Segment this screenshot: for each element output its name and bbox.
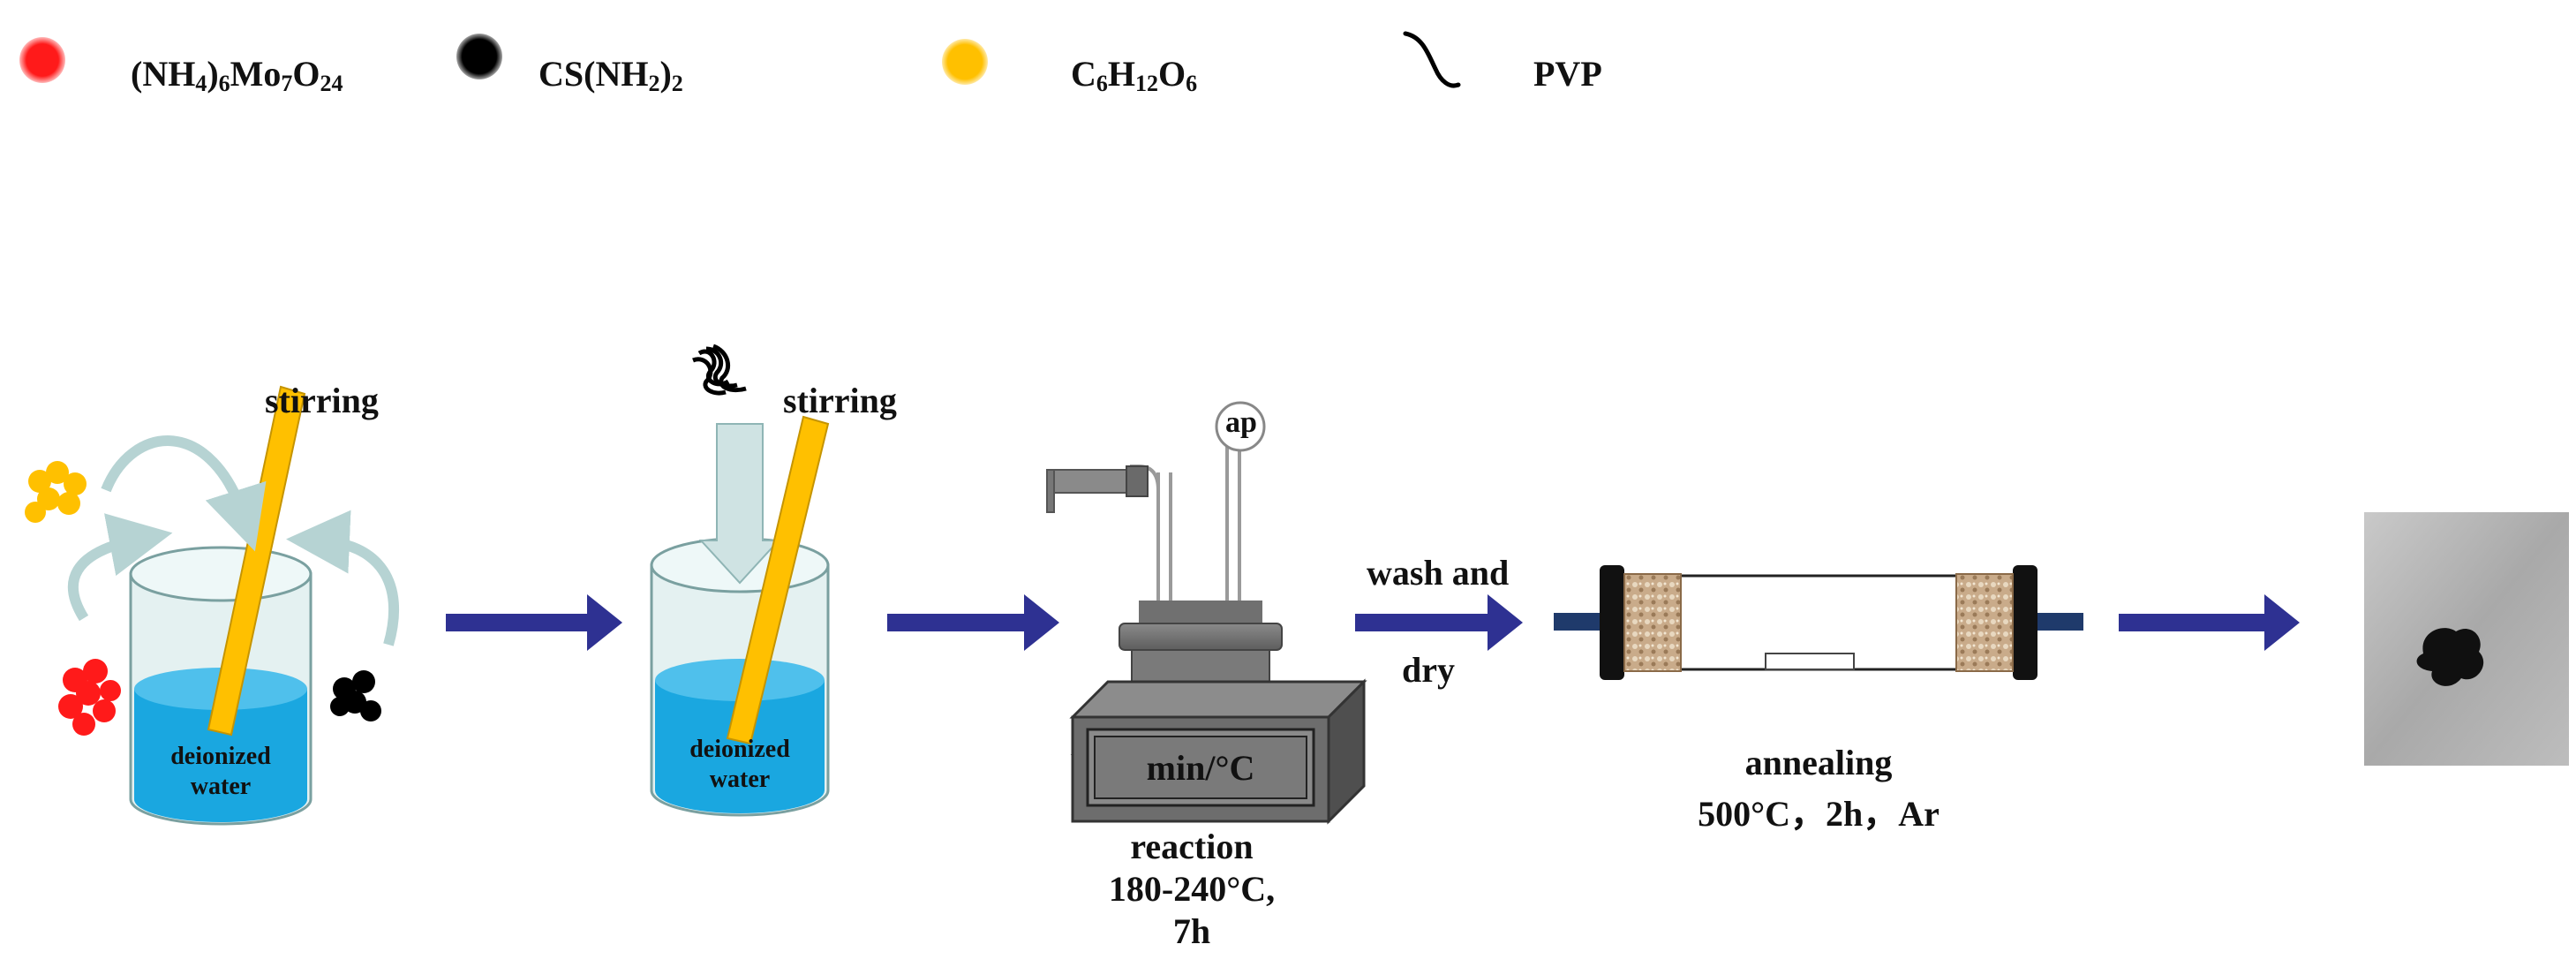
legend-label-ammonium-molybdate: (NH4)6Mo7O24 [131, 54, 343, 96]
water-label-2: deionized water [689, 736, 790, 793]
legend-label-pvp: PVP [1533, 54, 1602, 94]
black-cluster-icon [330, 670, 381, 721]
autoclave [1046, 401, 1367, 825]
curved-arrow-icon [67, 513, 173, 622]
red-dot-icon [19, 37, 65, 83]
pvp-curve-icon [1403, 31, 1461, 88]
beaker-2 [650, 415, 830, 817]
heater-panel-label: min/°C [1146, 748, 1255, 788]
stirring-label-2: stirring [783, 381, 897, 420]
curved-arrow-icon [101, 435, 267, 552]
pvp-scribble-icon [692, 344, 747, 396]
process-arrow-1 [446, 594, 622, 651]
black-dot-icon [456, 34, 502, 79]
wash-label: wash and [1367, 553, 1510, 593]
process-arrow-4 [2119, 594, 2300, 651]
annealing-label: annealing 500°C，2h，Ar [1698, 743, 1940, 834]
dry-label: dry [1402, 650, 1455, 690]
yellow-dot-icon [942, 39, 988, 85]
yellow-cluster-icon [25, 461, 87, 523]
process-arrow-2 [887, 594, 1059, 651]
pressure-gauge-label: ap [1225, 406, 1257, 439]
curved-arrow-icon [286, 510, 400, 646]
process-arrow-3 [1355, 594, 1523, 651]
water-label-1: deionized water [170, 743, 271, 800]
product-photo [2364, 512, 2569, 766]
tube-furnace [1554, 565, 2083, 680]
stirring-label-1: stirring [265, 381, 379, 420]
legend-label-thiourea: CS(NH2)2 [539, 54, 683, 96]
red-cluster-icon [58, 659, 121, 736]
reaction-label: reaction 180-240°C, 7h [1108, 827, 1276, 951]
legend-label-glucose: C6H12O6 [1071, 54, 1198, 96]
